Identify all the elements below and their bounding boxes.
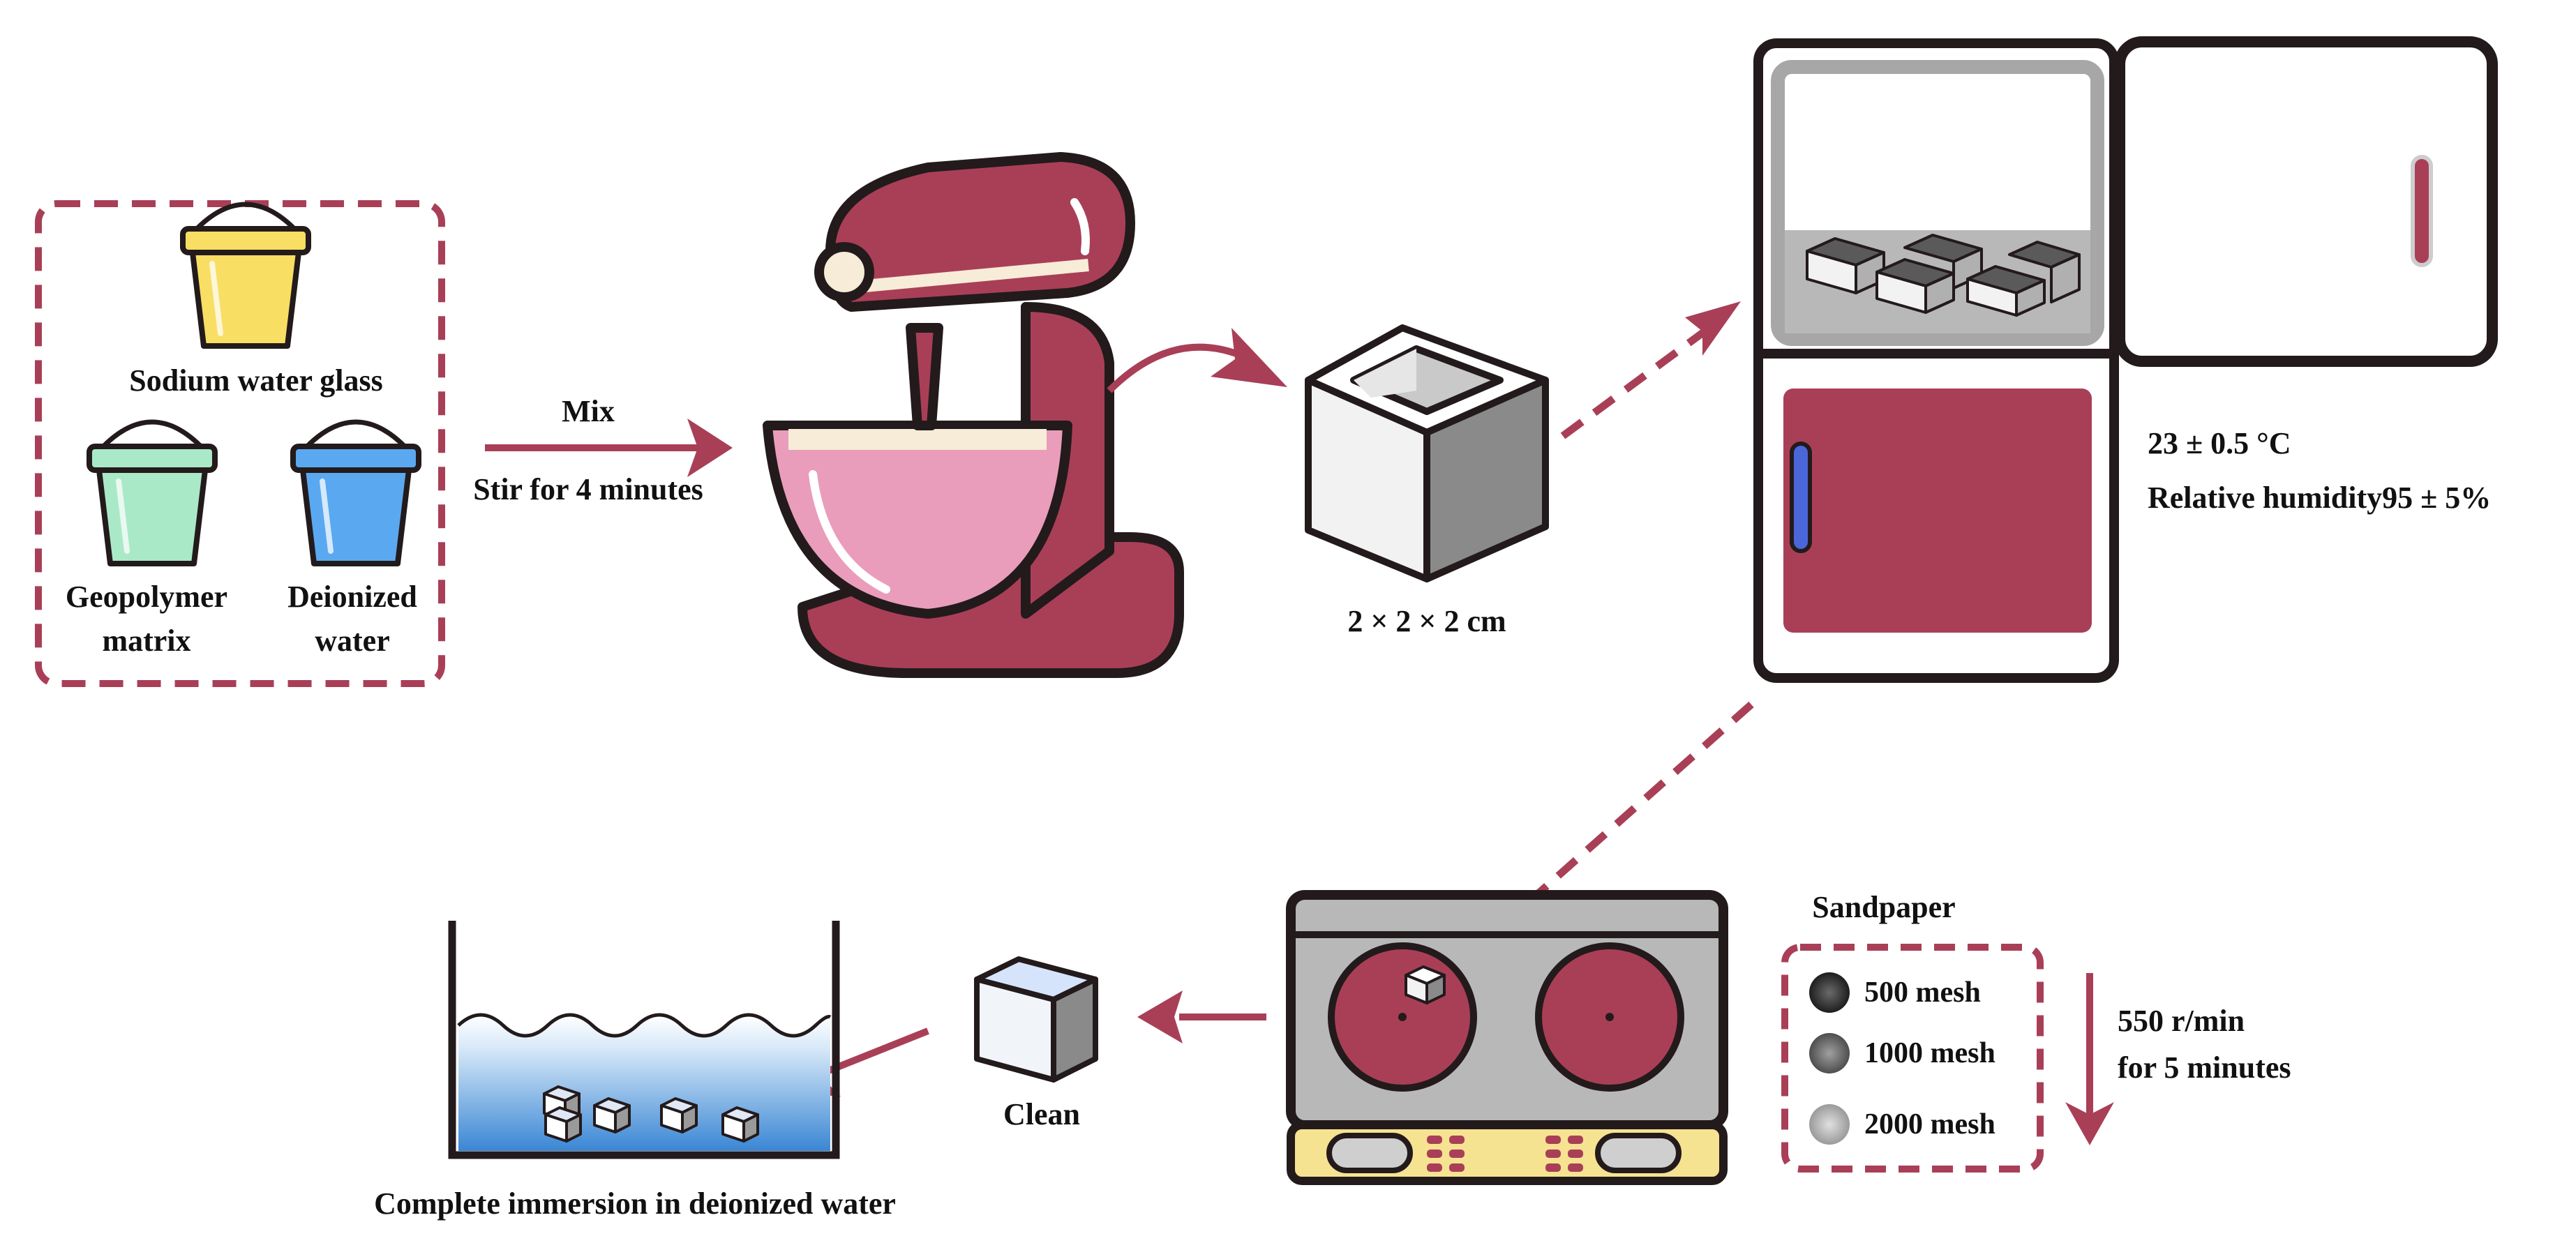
- deionized-water-label-line1: Deionized: [287, 580, 417, 614]
- rotation-arrow: [2065, 973, 2114, 1145]
- mixer-to-mold-arrow: [1107, 328, 1287, 393]
- curing-temperature-label: 23 ± 0.5 °C: [2148, 426, 2291, 460]
- materials-group: Sodium water glass Geopolymer matrix Dei…: [35, 200, 445, 687]
- grit-1000-label: 1000 mesh: [1864, 1037, 1995, 1069]
- sodium-water-glass-label: Sodium water glass: [129, 363, 382, 398]
- mold-size-label: 2 × 2 × 2 cm: [1347, 604, 1506, 638]
- sample-cube-icon: [1405, 965, 1446, 1004]
- grit-2000-label: 2000 mesh: [1864, 1108, 1995, 1140]
- grit-1000-swatch: [1809, 1033, 1850, 1073]
- polishing-machine-icon: [1286, 890, 1728, 1185]
- mix-label: Mix: [562, 394, 615, 428]
- sandpaper-dashed-box: [1781, 944, 2044, 1173]
- curing-humidity-label: Relative humidity95 ± 5%: [2148, 481, 2491, 515]
- grit-2000-swatch: [1809, 1104, 1850, 1145]
- polisher-to-clean-arrow: [1137, 990, 1266, 1043]
- arrow-icon: [1107, 343, 1243, 393]
- sample-cube-icon: [593, 1097, 631, 1133]
- bucket-icon: [87, 419, 218, 566]
- sandpaper-title: Sandpaper: [1812, 890, 1955, 924]
- geopolymer-matrix-label-line2: matrix: [102, 624, 190, 658]
- bucket-icon: [180, 202, 311, 349]
- polishing-speed-label: 550 r/min: [2118, 1004, 2245, 1038]
- polishing-duration-label: for 5 minutes: [2118, 1050, 2291, 1085]
- sample-cube-icon: [660, 1097, 698, 1133]
- immersion-label: Complete immersion in deionized water: [374, 1186, 896, 1221]
- materials-dashed-box: [35, 200, 445, 687]
- stand-mixer-icon: [763, 152, 1184, 678]
- curing-cabinet-icon: [1753, 36, 2498, 683]
- sandpaper-list: 500 mesh 1000 mesh 2000 mesh: [1809, 972, 1995, 1145]
- sample-cube-icon: [721, 1106, 759, 1143]
- deionized-water-label-line2: water: [315, 624, 390, 658]
- bucket-icon: [290, 419, 421, 566]
- mold-to-cabinet-arrow: [1560, 301, 1741, 439]
- geopolymer-matrix-label-line1: Geopolymer: [66, 580, 227, 614]
- stir-duration-label: Stir for 4 minutes: [473, 472, 703, 506]
- grit-500-swatch: [1809, 972, 1850, 1013]
- water-tank-icon: [448, 921, 840, 1159]
- mix-arrow: [485, 419, 733, 477]
- clean-label: Clean: [1003, 1097, 1080, 1131]
- grit-500-label: 500 mesh: [1864, 977, 1981, 1009]
- sample-cube-icon: [1806, 234, 2081, 317]
- cube-mold-icon: [1305, 324, 1549, 582]
- sample-cube-icon: [974, 956, 1098, 1083]
- sample-cube-icon: [544, 1106, 582, 1143]
- arrow-icon: [1501, 701, 1754, 928]
- arrow-icon: [1560, 324, 1712, 439]
